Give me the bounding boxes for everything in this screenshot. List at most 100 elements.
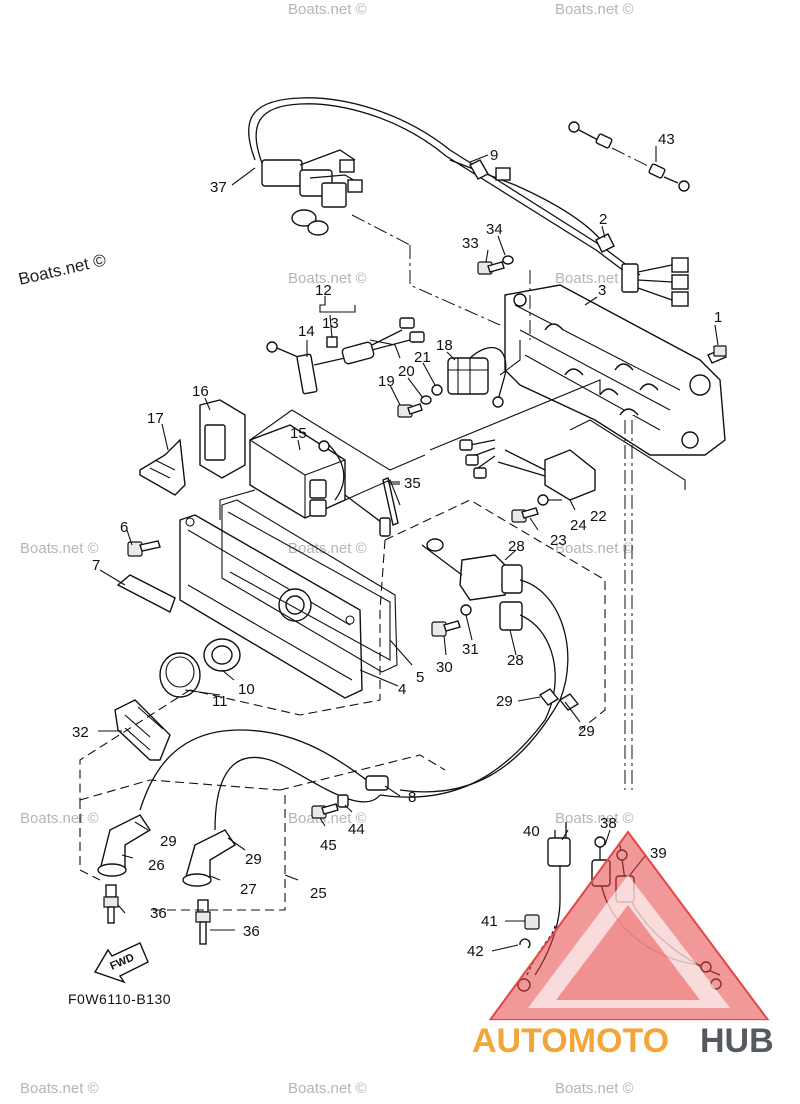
callout-16: 16 [192, 383, 209, 400]
watermark: Boats.net © [555, 1, 634, 18]
bolt-6 [127, 540, 161, 557]
callout-3: 3 [598, 282, 606, 299]
leader-lines [98, 146, 719, 952]
watermark: Boats.net © [288, 1, 367, 18]
callout-29: 29 [496, 693, 513, 710]
spark-plug-36 [103, 884, 119, 924]
callout-28-lower: 28 [507, 652, 524, 669]
callout-27: 27 [240, 881, 257, 898]
cap-11 [159, 652, 201, 698]
gasket-5 [221, 499, 398, 673]
callout-18: 18 [436, 337, 453, 354]
switch-40 [547, 837, 571, 867]
bolt-23 [511, 507, 539, 523]
callout-45: 45 [320, 837, 337, 854]
callout-36: 36 [243, 923, 260, 940]
diagram-code: F0W6110-B130 [68, 991, 171, 1007]
callout-25: 25 [310, 885, 327, 902]
callout-33: 33 [462, 235, 479, 252]
callout-10: 10 [238, 681, 255, 698]
callout-26: 26 [148, 857, 165, 874]
watermark: Boats.net © [555, 540, 634, 557]
callout-38: 38 [600, 815, 617, 832]
plug-cap-26 [97, 814, 151, 877]
bolt-1 [707, 345, 727, 364]
callout-4: 4 [398, 681, 406, 698]
callout-41: 41 [481, 913, 498, 930]
callout-31: 31 [462, 641, 479, 658]
fuse-holder-12 [266, 317, 425, 395]
callouts: 1 2 3 4 5 6 7 8 9 10 11 12 13 14 15 16 1… [72, 131, 722, 960]
terminal-boot [291, 209, 317, 227]
fuse-13 [326, 336, 338, 348]
watermark: Boats.net © [555, 1080, 634, 1097]
bracket-3 [504, 284, 726, 456]
logo-text-automoto: AUTOMOTO [472, 1022, 669, 1060]
callout-23: 23 [550, 532, 567, 549]
relay-22 [459, 439, 596, 501]
callout-11: 11 [212, 693, 228, 710]
callout-6: 6 [120, 519, 128, 536]
terminal [347, 179, 363, 193]
terminal-block-32 [114, 699, 171, 761]
terminal [671, 274, 689, 290]
callout-42: 42 [467, 943, 484, 960]
watermark: Boats.net © [17, 250, 109, 289]
callout-20: 20 [398, 363, 415, 380]
bracket-17 [139, 438, 186, 496]
callout-43: 43 [658, 131, 675, 148]
callout-17: 17 [147, 410, 164, 427]
callout-8: 8 [408, 789, 416, 806]
watermark: Boats.net © [20, 540, 99, 557]
callout-12: 12 [315, 282, 332, 299]
terminal [671, 257, 689, 273]
rectifier-18 [397, 347, 507, 418]
main-harness [247, 97, 689, 307]
callout-30: 30 [436, 659, 453, 676]
clip-29 [538, 688, 560, 706]
ground-lead-43 [568, 121, 690, 192]
seal-10 [203, 638, 241, 672]
harness-clamp [469, 159, 489, 180]
spark-plug-36 [195, 899, 211, 945]
group-outlines [79, 214, 686, 911]
terminal-boot [307, 220, 329, 236]
automotohub-logo: AUTOMOTO HUB [470, 830, 790, 1062]
cdi-unit-15 [249, 424, 391, 537]
watermark: Boats.net © [20, 1080, 99, 1097]
watermark: Boats.net © [555, 270, 634, 287]
plug-cap-27 [182, 829, 236, 887]
callout-1: 1 [714, 309, 722, 326]
callout-34: 34 [486, 221, 503, 238]
callout-19: 19 [378, 373, 395, 390]
window-7 [116, 574, 176, 613]
callout-29: 29 [578, 723, 595, 740]
watermark: Boats.net © [288, 270, 367, 287]
clip-29 [558, 693, 580, 711]
watermark: Boats.net © [288, 1080, 367, 1097]
callout-9: 9 [490, 147, 498, 164]
callout-39: 39 [650, 845, 667, 862]
callout-13: 13 [322, 315, 339, 332]
callout-40: 40 [523, 823, 540, 840]
callout-15: 15 [290, 425, 307, 442]
logo-text-hub: HUB [700, 1022, 774, 1060]
harness-connector [621, 263, 639, 293]
callout-36: 36 [150, 905, 167, 922]
fwd-arrow: FWD [93, 942, 149, 984]
bolt-41 [524, 914, 540, 930]
callout-2: 2 [599, 211, 607, 228]
ignition-coil-28-upper [421, 538, 523, 601]
callout-29: 29 [160, 833, 177, 850]
callout-22: 22 [590, 508, 607, 525]
callout-24: 24 [570, 517, 587, 534]
callout-32: 32 [72, 724, 89, 741]
grommet-8 [365, 775, 389, 791]
cable-tie-35 [382, 477, 399, 526]
callout-14: 14 [298, 323, 315, 340]
harness-connector [321, 182, 347, 208]
high-tension-leads [139, 579, 580, 831]
harness-connector [261, 159, 303, 187]
clip-42 [519, 938, 531, 949]
callout-44: 44 [348, 821, 365, 838]
